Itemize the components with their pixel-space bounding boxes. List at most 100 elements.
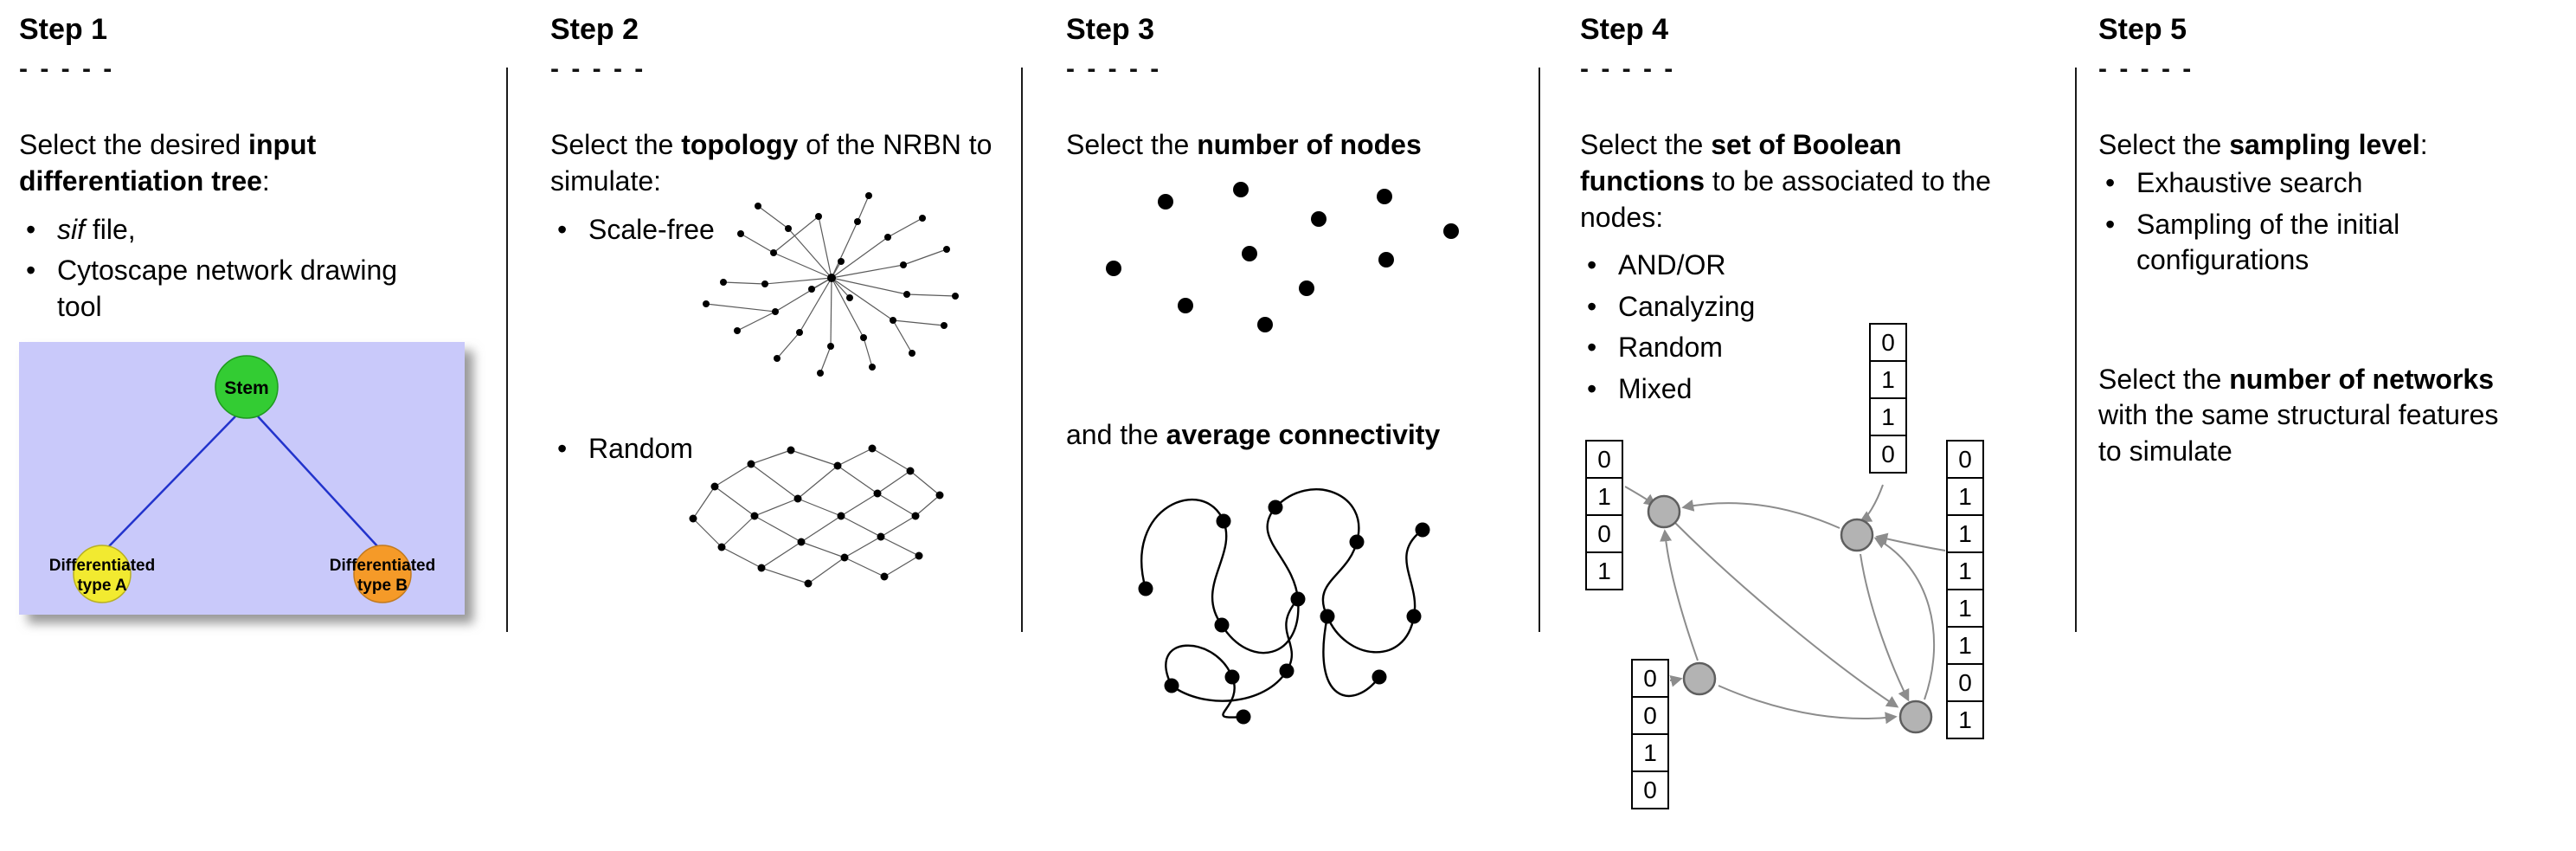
truth-table-cell: 1	[1946, 626, 1984, 665]
intro-text: Select the desired	[19, 129, 249, 161]
type-a-label-line2: type A	[77, 577, 127, 595]
gene-node	[1840, 518, 1874, 552]
bullet-text: AND/OR	[1618, 249, 1726, 281]
scattered-nodes	[1106, 181, 1459, 332]
type-a-label-line1: Differentiated	[49, 557, 155, 575]
intro-text: :	[2419, 129, 2428, 161]
bullet-item: • Scale-free	[550, 212, 1000, 248]
intro-bold: sampling level	[2229, 129, 2420, 161]
bullet-item: • Exhaustive search	[2098, 165, 2561, 202]
bullet-text: Sampling of the initial configurations	[2136, 208, 2400, 276]
tree-edge-left	[106, 416, 236, 550]
bullet-marker: •	[2105, 208, 2116, 240]
stem-node	[215, 355, 279, 420]
truth-table-cell: 0	[1631, 696, 1669, 735]
para-bold: number of networks	[2229, 363, 2495, 395]
network-nodes	[1647, 494, 1933, 734]
connectivity-nodes	[1138, 500, 1430, 725]
para-text: and the	[1066, 418, 1166, 450]
step-5-second-text: Select the number of networks with the s…	[2098, 362, 2518, 470]
step-4-column: Step 4 - - - - - Select the set of Boole…	[1580, 13, 2069, 845]
step-3-dashes: - - - - -	[1066, 55, 1162, 84]
step-2-dashes: - - - - -	[550, 55, 646, 84]
step-2-column: Step 2 - - - - - Select the topology of …	[550, 13, 1000, 836]
para-text: Select the	[2098, 363, 2230, 395]
step-3-intro: Select the number of nodes	[1066, 127, 1538, 164]
bullet-marker: •	[2105, 166, 2116, 198]
scattered-nodes-illustration	[1106, 181, 1459, 332]
intro-text: Select the	[550, 129, 682, 161]
bullet-marker: •	[557, 213, 568, 245]
bullet-rest: file,	[85, 213, 136, 245]
step-3-column: Step 3 - - - - - Select the number of no…	[1066, 13, 1538, 732]
differentiation-tree-figure: Stem Differentiated type A Differentiate…	[19, 342, 469, 619]
bullet-marker: •	[1587, 372, 1597, 404]
intro-text: :	[261, 164, 270, 197]
scale-free-nodes	[703, 192, 959, 377]
truth-table-cell: 1	[1869, 397, 1907, 436]
para-text: with the same structural features to sim…	[2098, 399, 2499, 467]
intro-bold: topology	[681, 129, 799, 161]
bullet-italic: sif	[57, 213, 85, 245]
truth-table-cell: 1	[1946, 477, 1984, 516]
step-4-title: Step 4	[1580, 13, 1669, 46]
bullet-text: Random	[1618, 332, 1723, 364]
intro-bold: set of Boolean functions	[1580, 129, 1902, 197]
intro-text: Select the	[1580, 129, 1712, 161]
bullet-item: • Random	[1580, 330, 2069, 366]
step-2-intro: Select the topology of the NRBN to simul…	[550, 127, 1000, 199]
bullet-marker: •	[1587, 290, 1597, 322]
tree-edge-right	[257, 416, 380, 550]
bullet-item: • sif file,	[19, 212, 417, 248]
step-3-title: Step 3	[1066, 13, 1155, 46]
type-b-label-line1: Differentiated	[330, 557, 435, 575]
stem-label: Stem	[224, 378, 268, 398]
step-4-dashes: - - - - -	[1580, 55, 1676, 84]
step-5-column: Step 5 - - - - - Select the sampling lev…	[2098, 13, 2561, 470]
boolean-network-graph	[1624, 484, 1946, 734]
truth-table-cell: 0	[1869, 323, 1907, 362]
intro-bold: input differentiation tree	[19, 129, 317, 197]
bullet-text: Exhaustive search	[2136, 166, 2363, 198]
truth-table-cell: 1	[1946, 514, 1984, 553]
truth-table-cell: 0	[1631, 770, 1669, 809]
column-divider	[1021, 68, 1023, 632]
step-5-dashes: - - - - -	[2098, 55, 2194, 84]
intro-text: of the NRBN to simulate:	[550, 129, 992, 197]
gene-node	[1898, 699, 1933, 734]
intro-text: Select the	[1066, 129, 1198, 161]
random-network-edges	[692, 448, 941, 584]
step-3-second-text: and the average connectivity	[1066, 417, 1538, 454]
column-divider	[506, 68, 508, 632]
bullet-item: • AND/OR	[1580, 248, 2069, 284]
bullet-item: • Sampling of the initial configurations	[2098, 207, 2561, 279]
random-network-nodes	[689, 444, 944, 588]
bullet-item: • Mixed	[1580, 371, 2069, 408]
step-1-intro: Select the desired input differentiation…	[19, 127, 426, 199]
truth-table-cell: 1	[1585, 551, 1623, 590]
bullet-item: • Random	[550, 431, 1000, 467]
intro-text: to be associated to the nodes:	[1580, 164, 1991, 233]
type-a-node	[73, 545, 132, 604]
step-5-intro: Select the sampling level:	[2098, 127, 2561, 164]
truth-table-cell: 0	[1946, 440, 1984, 479]
step-4-intro: Select the set of Boolean functions to b…	[1580, 127, 2017, 235]
step-1-title: Step 1	[19, 13, 108, 46]
connected-network-illustration	[1138, 487, 1430, 725]
step-2-title: Step 2	[550, 13, 639, 46]
truth-table-cell: 1	[1946, 551, 1984, 590]
truth-table-cell: 0	[1585, 440, 1623, 479]
bullet-text: Mixed	[1618, 372, 1693, 404]
truth-table-cell: 0	[1585, 514, 1623, 553]
gene-node	[1682, 661, 1717, 696]
bullet-marker: •	[1587, 249, 1597, 281]
gene-node	[1647, 494, 1681, 529]
truth-table-cell: 1	[1631, 733, 1669, 772]
bullet-text: Scale-free	[588, 213, 715, 245]
truth-table-cell: 1	[1946, 589, 1984, 628]
